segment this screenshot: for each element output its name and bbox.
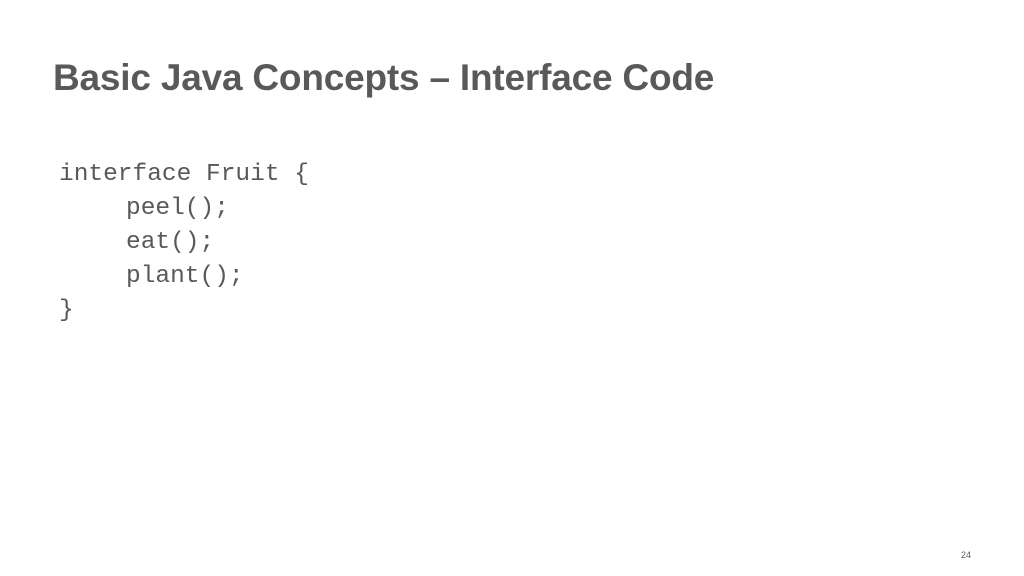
code-line-closing-brace: } <box>59 297 74 324</box>
slide-title: Basic Java Concepts – Interface Code <box>53 57 715 98</box>
code-block: interface Fruit { peel(); eat(); plant()… <box>59 158 309 328</box>
code-line-peel-method: peel(); <box>126 195 229 222</box>
code-line-plant-method: plant(); <box>126 263 244 290</box>
page-number: 24 <box>960 550 971 560</box>
code-line-eat-method: eat(); <box>126 229 215 256</box>
code-line-interface-declaration: interface Fruit { <box>59 161 309 188</box>
